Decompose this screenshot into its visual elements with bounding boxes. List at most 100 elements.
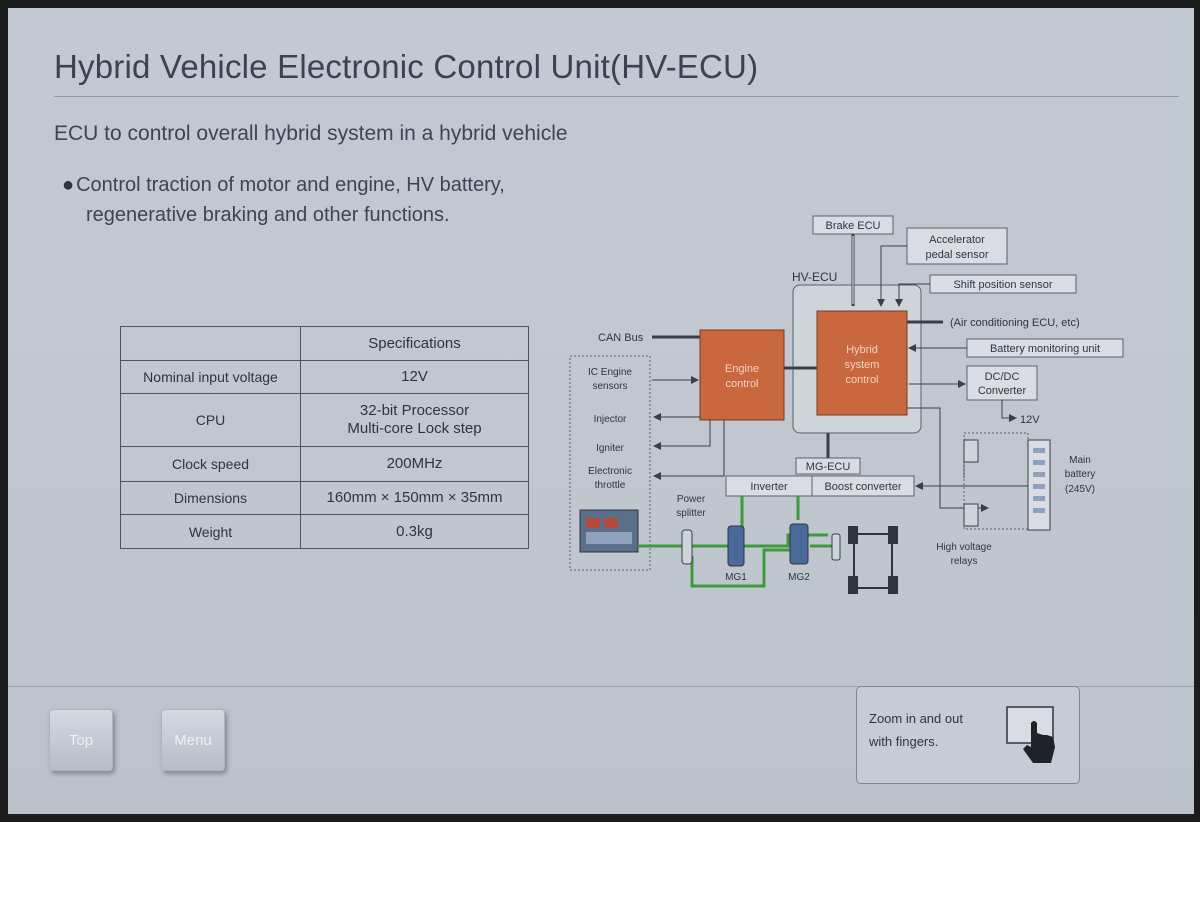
engine-detail [586, 532, 632, 544]
battery-cell [1033, 472, 1045, 477]
main-battery-label-3: (245V) [1065, 484, 1095, 495]
engine-control-block [699, 329, 785, 421]
battery-cells [1033, 448, 1045, 513]
dcdc-converter-box [966, 365, 1038, 401]
ic-engine-label-1: IC Engine [588, 367, 632, 378]
battery-cell [1033, 448, 1045, 453]
mg2-motor [789, 523, 809, 565]
power-splitter-label-2: splitter [676, 508, 706, 519]
main-battery-label-1: Main [1069, 455, 1091, 466]
drivetrain-line [744, 533, 828, 548]
page-subtitle: ECU to control overall hybrid system in … [54, 122, 568, 145]
mg1-label: MG1 [725, 572, 747, 583]
spec-value-line-2: Multi-core Lock step [347, 420, 482, 437]
mg1-motor [727, 525, 745, 567]
title-divider [54, 96, 1179, 97]
spec-header: Specifications [300, 326, 529, 361]
drivetrain-line [690, 548, 798, 588]
inverter-label: Inverter [750, 481, 788, 493]
air-cond-label: (Air conditioning ECU, etc) [950, 317, 1080, 329]
spec-label: Nominal input voltage [120, 360, 301, 394]
hybrid-control-label-1: Hybrid [846, 344, 878, 356]
accelerator-sensor-box [906, 227, 1008, 265]
top-button[interactable]: Top [49, 709, 113, 771]
engine-illustration [579, 509, 639, 553]
hv-ecu-label: HV-ECU [792, 270, 837, 284]
footer-divider [8, 686, 1194, 687]
main-battery-label-2: battery [1065, 469, 1096, 480]
dcdc-label-2: Converter [978, 385, 1027, 397]
relays-label-2: relays [951, 556, 978, 567]
shift-sensor-label: Shift position sensor [953, 279, 1052, 291]
spec-table-header-row: Specifications [120, 326, 529, 361]
engine-control-label-2: control [725, 378, 758, 390]
battery-cell [1033, 496, 1045, 501]
relay-1 [963, 439, 979, 463]
hybrid-control-block [816, 310, 908, 416]
spec-label: Clock speed [120, 446, 301, 482]
boost-converter-label: Boost converter [824, 481, 901, 493]
throttle-link [653, 420, 725, 480]
hybrid-control-label-2: system [845, 359, 880, 371]
accelerator-label-1: Accelerator [929, 234, 985, 246]
zoom-frame [1006, 706, 1054, 744]
twelve-volt-label: 12V [1020, 414, 1040, 426]
spec-label: Dimensions [120, 481, 301, 515]
relay-2 [963, 503, 979, 527]
feature-bullet: ●Control traction of motor and engine, H… [62, 170, 505, 230]
battery-cell [1033, 460, 1045, 465]
accelerator-label-2: pedal sensor [926, 249, 989, 261]
hv-system-diagram: HV-ECU Brake ECU Accelerator pedal senso… [569, 215, 1124, 594]
engine-control-label-1: Engine [725, 363, 759, 375]
power-splitter [681, 529, 693, 565]
accelerator-link [877, 245, 907, 307]
spec-table: Specifications Nominal input voltage 12V… [120, 326, 529, 549]
differential [831, 533, 841, 561]
shift-sensor-link [895, 283, 930, 307]
wheel [848, 526, 858, 544]
spec-label: Weight [120, 514, 301, 549]
engine-io-box [569, 355, 651, 571]
hybrid-control-label-3: control [845, 374, 878, 386]
table-row: Clock speed 200MHz [120, 446, 529, 482]
can-bus-label: CAN Bus [598, 332, 644, 344]
display-screen: Hybrid Vehicle Electronic Control Unit(H… [8, 8, 1194, 814]
boost-converter-box [811, 475, 915, 497]
table-row: Nominal input voltage 12V [120, 360, 529, 394]
menu-button[interactable]: Menu [161, 709, 225, 771]
spec-value: 0.3kg [300, 514, 529, 549]
ic-engine-label-2: sensors [592, 381, 627, 392]
spec-value: 200MHz [300, 446, 529, 482]
zoom-hint-text: Zoom in and out with fingers. [869, 711, 963, 749]
spec-header-blank [120, 326, 301, 361]
spec-label: CPU [120, 393, 301, 447]
spec-value: 160mm × 150mm × 35mm [300, 481, 529, 515]
bullet-line-1: Control traction of motor and engine, HV… [76, 174, 505, 196]
battery-monitor-label: Battery monitoring unit [990, 343, 1100, 355]
spec-value: 12V [300, 360, 529, 394]
battery-cell [1033, 484, 1045, 489]
spec-value-line-1: 32-bit Processor [359, 402, 470, 419]
throttle-label-1: Electronic [588, 466, 632, 477]
igniter-label: Igniter [596, 443, 624, 454]
engine-detail [604, 518, 618, 528]
zoom-hint-panel: Zoom in and out with fingers. [856, 686, 1080, 784]
relays-label-1: High voltage [936, 542, 992, 553]
battery-cell [1033, 508, 1045, 513]
wheel [888, 526, 898, 544]
bullet-line-2: regenerative braking and other functions… [86, 204, 450, 226]
brake-ecu-label: Brake ECU [825, 220, 880, 232]
hand-shape [1023, 721, 1055, 763]
throttle-label-2: throttle [595, 480, 626, 491]
igniter-link [653, 420, 711, 450]
wheel [848, 576, 858, 594]
table-row: Dimensions 160mm × 150mm × 35mm [120, 481, 529, 515]
engine-detail [586, 518, 600, 528]
hand-pointer-icon [1006, 706, 1055, 763]
power-splitter-label-1: Power [677, 494, 706, 505]
table-row: Weight 0.3kg [120, 514, 529, 549]
wheel [888, 576, 898, 594]
dcdc-label-1: DC/DC [985, 371, 1020, 383]
